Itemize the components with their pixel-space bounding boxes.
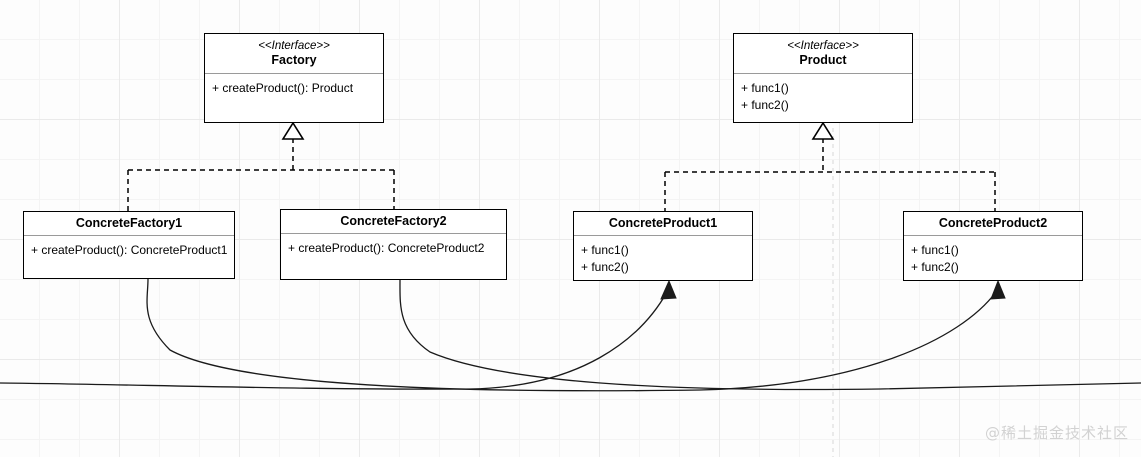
- class-member: + func2(): [911, 259, 959, 274]
- class-member: + func2(): [741, 98, 789, 113]
- class-members: + func1() + func2(): [734, 74, 912, 122]
- class-member: + createProduct(): ConcreteProduct1: [31, 242, 228, 257]
- class-members: + createProduct(): ConcreteProduct2: [281, 234, 506, 279]
- class-name: Factory: [271, 53, 317, 68]
- class-member: + func1(): [581, 242, 629, 257]
- class-name: ConcreteFactory2: [340, 214, 447, 228]
- uml-class-factory[interactable]: <<Interface>> Factory + createProduct():…: [204, 33, 384, 123]
- edge-dependency-to-product1: [0, 279, 677, 390]
- class-divider: [205, 73, 383, 75]
- edge-dependency-right-curve: [399, 279, 1141, 391]
- edge-realization-product: [664, 121, 996, 211]
- uml-class-concrete-factory-2[interactable]: ConcreteFactory2 + createProduct(): Conc…: [280, 209, 507, 280]
- class-members: + createProduct(): ConcreteProduct1: [24, 236, 234, 278]
- class-members: + func1() + func2(): [574, 236, 752, 280]
- class-header: ConcreteProduct1: [574, 212, 752, 235]
- class-member: + func2(): [581, 259, 629, 274]
- watermark: @稀土掘金技术社区: [984, 424, 1129, 442]
- uml-class-product[interactable]: <<Interface>> Product + func1() + func2(…: [733, 33, 913, 123]
- filled-arrow-head-right: [990, 279, 1006, 300]
- class-header: ConcreteFactory1: [24, 212, 234, 235]
- class-header: ConcreteFactory2: [281, 210, 506, 233]
- class-stereotype: <<Interface>>: [258, 40, 330, 52]
- class-name: ConcreteProduct2: [938, 216, 1048, 230]
- class-header: ConcreteProduct2: [904, 212, 1082, 235]
- uml-class-concrete-product-2[interactable]: ConcreteProduct2 + func1() + func2(): [903, 211, 1083, 281]
- class-member: + createProduct(): Product: [212, 81, 354, 96]
- class-members: + func1() + func2(): [904, 236, 1082, 280]
- uml-class-concrete-factory-1[interactable]: ConcreteFactory1 + createProduct(): Conc…: [23, 211, 235, 279]
- class-member: + func1(): [911, 242, 959, 257]
- hollow-triangle-head-product: [811, 121, 835, 140]
- edge-dependency-left-curve: [146, 278, 1006, 392]
- class-name: ConcreteFactory1: [75, 216, 183, 230]
- filled-arrow-head-left: [660, 279, 677, 300]
- uml-class-concrete-product-1[interactable]: ConcreteProduct1 + func1() + func2(): [573, 211, 753, 281]
- class-member: + createProduct(): ConcreteProduct2: [288, 240, 485, 255]
- class-stereotype: <<Interface>>: [787, 40, 859, 52]
- hollow-triangle-head-factory: [281, 121, 305, 140]
- class-member: + func1(): [741, 81, 789, 96]
- class-divider: [281, 232, 506, 234]
- edge-realization-factory: [127, 121, 395, 211]
- class-name: ConcreteProduct1: [608, 216, 718, 230]
- class-divider: [904, 234, 1082, 236]
- class-header: <<Interface>> Factory: [205, 34, 383, 73]
- class-divider: [574, 234, 752, 236]
- class-members: + createProduct(): Product: [205, 74, 383, 122]
- class-header: <<Interface>> Product: [734, 34, 912, 73]
- class-name: Product: [799, 53, 847, 68]
- class-divider: [734, 73, 912, 75]
- class-divider: [24, 234, 234, 236]
